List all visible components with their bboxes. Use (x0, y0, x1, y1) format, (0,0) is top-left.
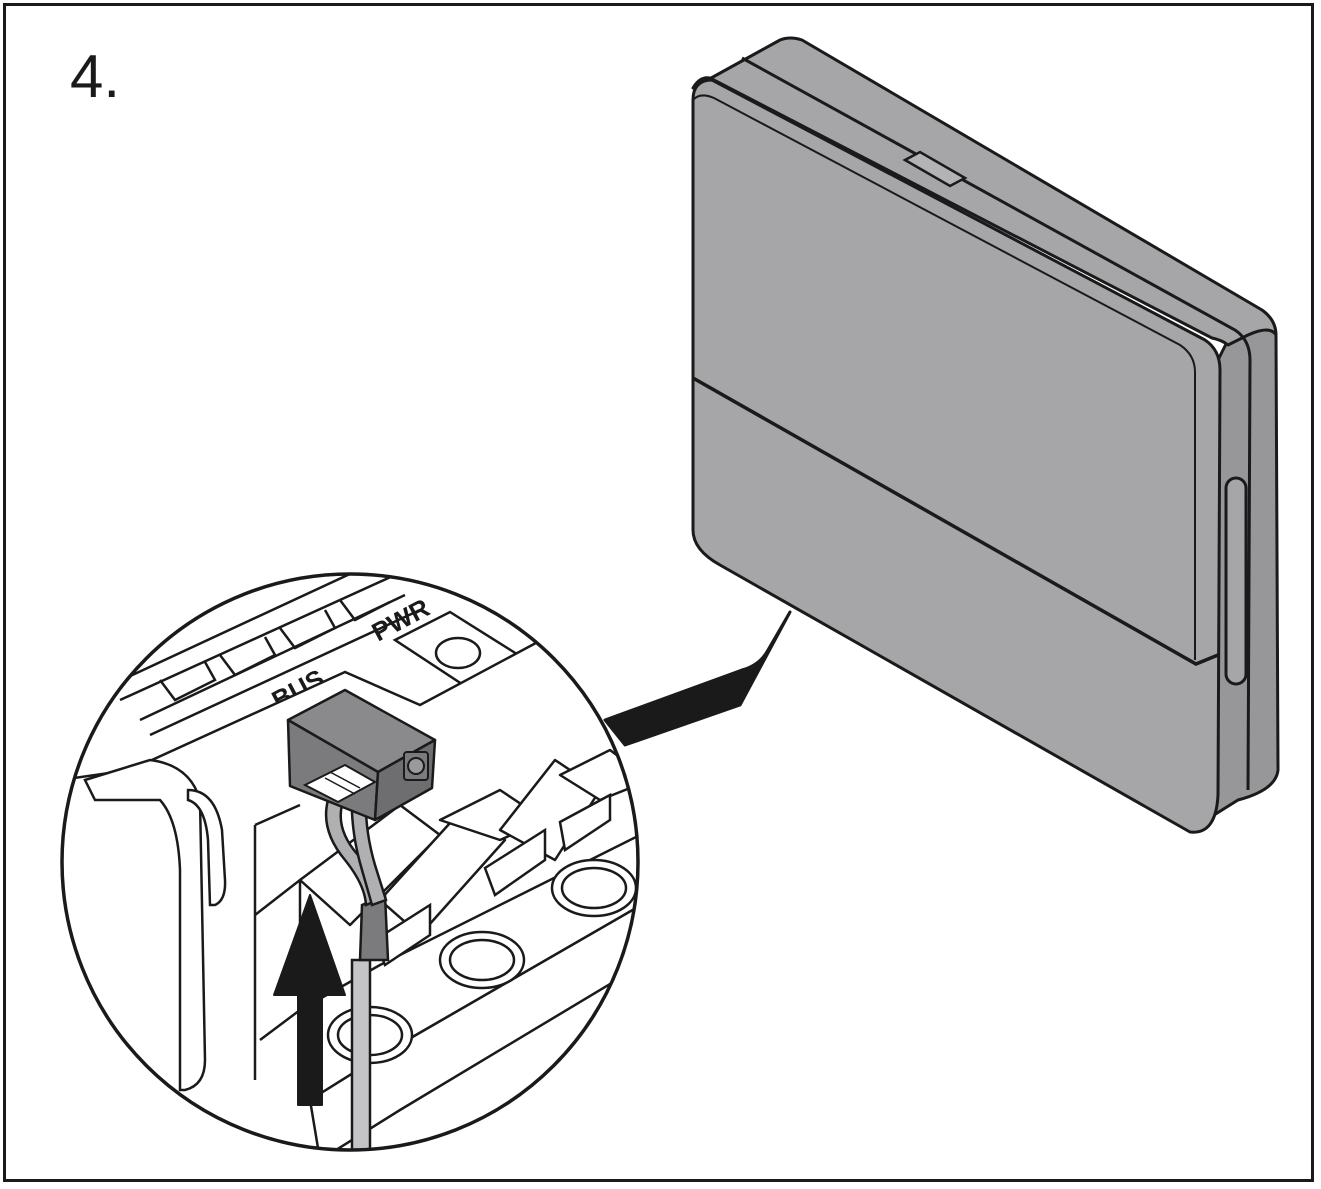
pwr-led-icon (434, 636, 482, 670)
bus-cable (350, 958, 372, 1150)
callout-pointer-icon (603, 610, 792, 747)
detail-magnifier: PWR BUS (60, 572, 640, 1152)
device-side-latch (1224, 476, 1248, 686)
device-front-face (691, 78, 1222, 834)
detail-contents: PWR BUS (62, 574, 638, 1150)
device-lid-outline (692, 94, 1196, 660)
screw-holes (326, 858, 638, 1065)
bus-connector (286, 688, 437, 822)
device-split-line (692, 376, 1219, 666)
device-housing (691, 36, 1280, 834)
device-top-notch (902, 150, 968, 188)
step-number: 4. (70, 43, 121, 110)
housing-ribs (99, 574, 421, 737)
device-top-seam (741, 56, 1252, 791)
detail-circle-border (60, 572, 640, 1152)
arrow-up-icon (273, 894, 346, 1106)
bracket-clip (186, 788, 227, 907)
